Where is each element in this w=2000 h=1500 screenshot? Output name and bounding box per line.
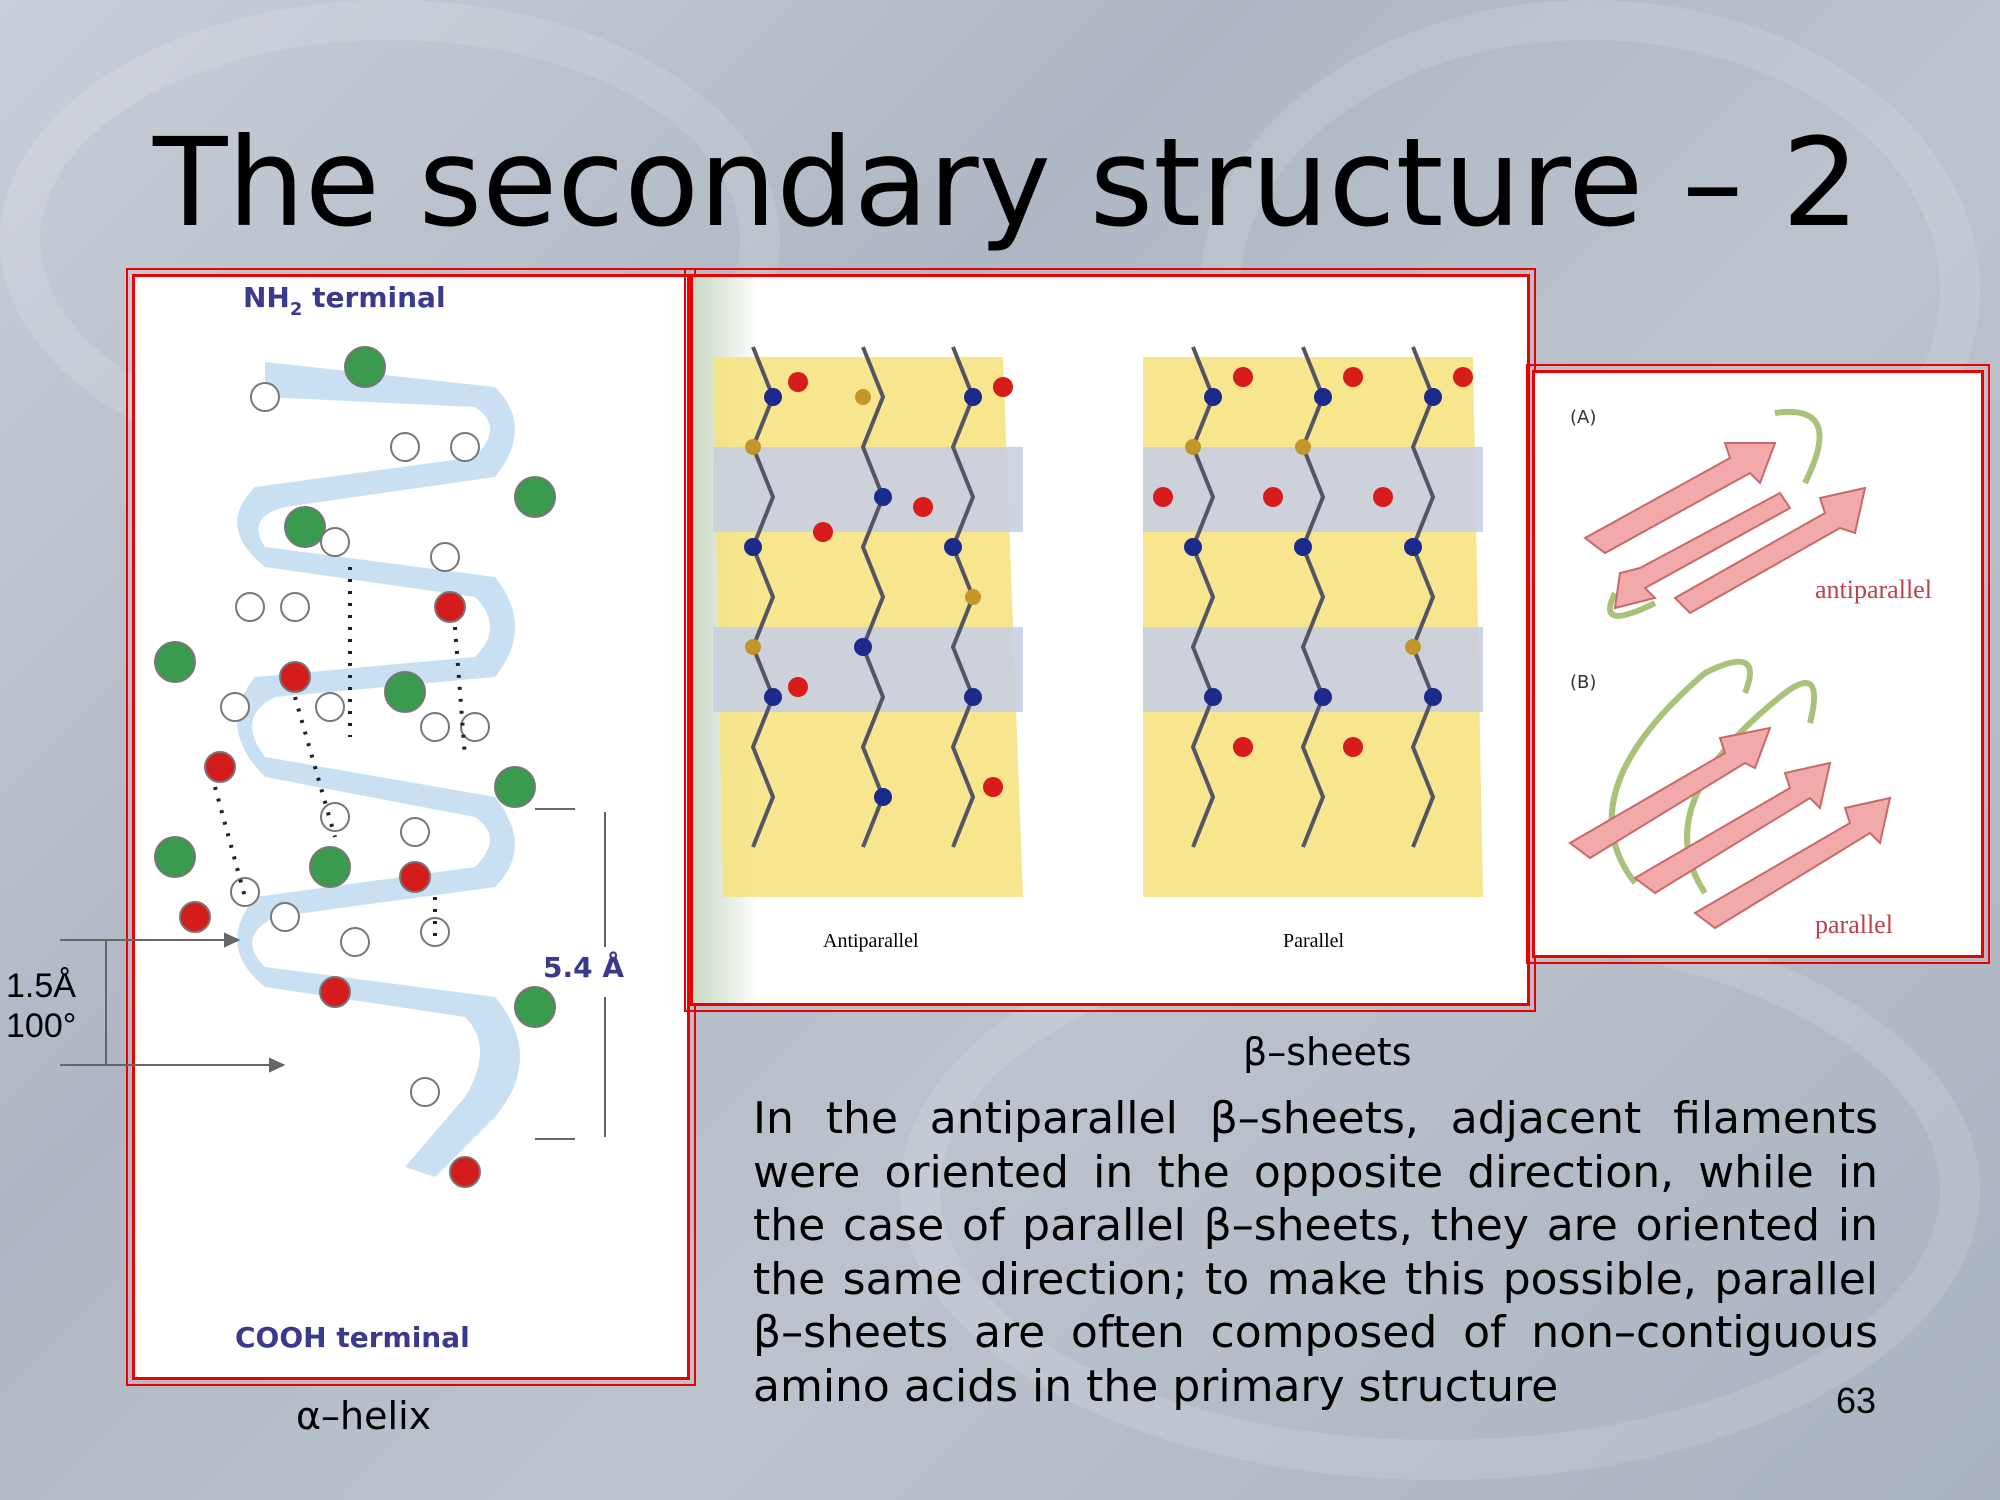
page-number: 63 bbox=[1836, 1380, 1877, 1421]
cooh-terminal-label: COOH terminal bbox=[235, 1321, 470, 1354]
antiparallel-sheet bbox=[713, 346, 1023, 897]
pitch-dimension-arrow bbox=[535, 808, 606, 1140]
panel-a-label: (A) bbox=[1570, 407, 1596, 428]
beta-sheets-diagram: Antiparallel Parallel bbox=[713, 346, 1483, 952]
parallel-strand-label: parallel bbox=[1815, 910, 1893, 939]
pitch-label: 5.4 Å bbox=[543, 950, 624, 984]
strand-topology-figure: (A) antiparallel (B) parallel bbox=[1526, 364, 1990, 964]
beta-sheets-figure: Antiparallel Parallel bbox=[684, 268, 1536, 1012]
antiparallel-strand-label: antiparallel bbox=[1815, 575, 1932, 604]
beta-sheets-caption: β–sheets bbox=[1243, 1030, 1412, 1074]
hydrogen-bond-dots bbox=[213, 567, 467, 937]
alpha-helix-caption: α–helix bbox=[296, 1394, 432, 1438]
body-text: In the antiparallel β–sheets, adjacent f… bbox=[753, 1093, 1878, 1412]
rise-dimension-arrows bbox=[60, 932, 286, 1073]
alpha-helix-diagram: NH2 terminal bbox=[154, 281, 624, 1354]
parallel-arrows bbox=[1568, 658, 1892, 930]
slide-title: The secondary structure – 2 bbox=[153, 112, 1860, 254]
helix-ribbon bbox=[237, 362, 520, 1177]
parallel-label: Parallel bbox=[1283, 930, 1345, 952]
helix-atoms bbox=[154, 346, 556, 1188]
antiparallel-arrows bbox=[1583, 408, 1867, 619]
antiparallel-label: Antiparallel bbox=[823, 930, 919, 952]
parallel-sheet bbox=[1143, 346, 1483, 897]
alpha-helix-figure: NH2 terminal bbox=[126, 268, 696, 1386]
strand-topology-diagram: (A) antiparallel (B) parallel bbox=[1568, 407, 1932, 939]
rise-label: 1.5Å bbox=[6, 967, 76, 1005]
panel-b-label: (B) bbox=[1570, 672, 1596, 693]
nh2-terminal-label: NH2 terminal bbox=[243, 281, 446, 320]
angle-label: 100° bbox=[6, 1007, 77, 1045]
